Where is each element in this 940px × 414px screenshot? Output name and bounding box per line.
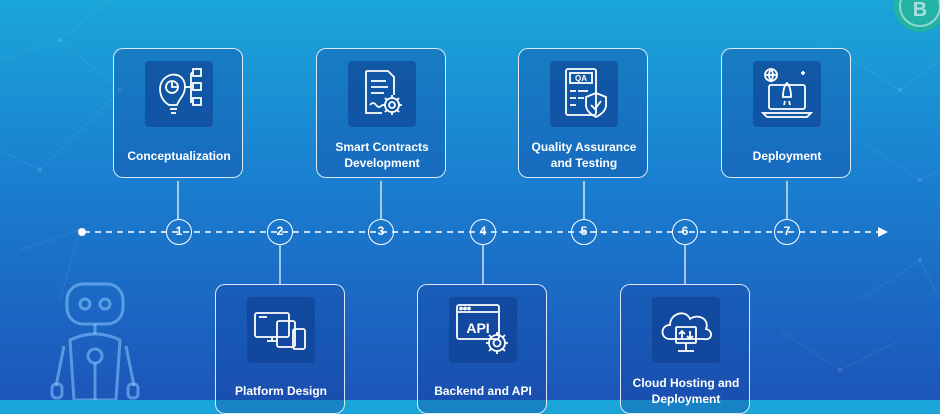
coin-icon: B — [894, 0, 940, 32]
devices-icon — [247, 297, 315, 363]
qa-text: QA — [575, 74, 587, 83]
timeline-start-dot — [78, 228, 86, 236]
api-text: API — [466, 320, 489, 336]
api-gear-icon: API — [449, 297, 517, 363]
step-card-deployment: Deployment — [721, 48, 851, 178]
step-card-smart-contracts: Smart Contracts Development — [316, 48, 446, 178]
step-label: Platform Design — [234, 384, 327, 398]
lightbulb-chart-icon — [145, 61, 213, 127]
step-number-5: 5 — [571, 219, 597, 245]
step-card-conceptualization: Conceptualization — [113, 48, 243, 178]
step-number-6: 6 — [672, 219, 698, 245]
step-label: Cloud Hosting and Deployment — [632, 376, 740, 406]
step-label: Conceptualization — [127, 149, 231, 163]
step-number-4: 4 — [470, 219, 496, 245]
step-number-3: 3 — [368, 219, 394, 245]
step-card-backend-api: API Backend and API — [417, 284, 547, 414]
qa-shield-icon: QA — [550, 61, 618, 127]
step-card-quality-assurance: QA Quality Assurance and Testing — [518, 48, 648, 178]
step-label: Deployment — [752, 149, 822, 163]
laptop-rocket-icon — [753, 61, 821, 127]
step-label: Backend and API — [434, 384, 532, 398]
step-number-1: 1 — [166, 219, 192, 245]
step-number-7: 7 — [774, 219, 800, 245]
contract-gear-icon — [348, 61, 416, 127]
step-label: Quality Assurance and Testing — [531, 140, 637, 170]
step-card-platform-design: Platform Design — [215, 284, 345, 414]
coin-letter: B — [913, 0, 927, 21]
cloud-hosting-icon — [652, 297, 720, 363]
timeline-arrow-icon — [878, 227, 888, 237]
step-number-2: 2 — [267, 219, 293, 245]
robot-illustration-icon — [50, 282, 140, 400]
step-card-cloud-hosting: Cloud Hosting and Deployment — [620, 284, 750, 414]
step-label: Smart Contracts Development — [335, 140, 429, 170]
